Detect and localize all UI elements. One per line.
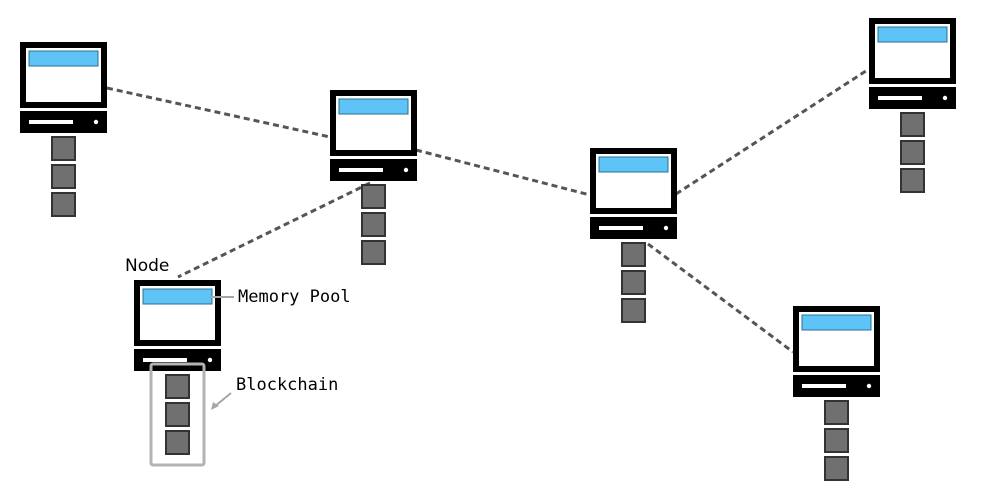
computer-node-4 — [134, 280, 221, 455]
block — [824, 400, 849, 425]
power-light-icon — [663, 225, 669, 231]
annotations-layer: Node Memory Pool Blockchain — [125, 256, 351, 467]
power-light-icon — [403, 167, 409, 173]
computer-node-6 — [793, 306, 880, 481]
drive-slot — [802, 384, 846, 388]
block — [361, 212, 386, 237]
computer-node-2 — [330, 90, 417, 265]
connection-line-node-1-node-2 — [106, 86, 331, 139]
drive-slot — [29, 120, 73, 124]
drive-slot — [599, 226, 643, 230]
connection-line-node-2-node-4 — [177, 181, 371, 279]
block — [900, 112, 925, 137]
block — [900, 168, 925, 193]
block — [900, 140, 925, 165]
block — [51, 136, 76, 161]
power-light-icon — [866, 383, 872, 389]
block — [165, 374, 190, 399]
memory-pool-bar — [598, 156, 669, 173]
block — [361, 240, 386, 265]
connection-line-node-3-node-6 — [647, 242, 794, 354]
block — [51, 164, 76, 189]
block — [824, 456, 849, 481]
blockchain-pointer-arrowhead — [211, 402, 219, 410]
block — [51, 192, 76, 217]
connections-layer — [106, 67, 870, 354]
block — [165, 402, 190, 427]
connection-line-node-2-node-3 — [415, 148, 591, 197]
block — [621, 298, 646, 323]
block — [621, 270, 646, 295]
block — [165, 430, 190, 455]
memory-pool-bar — [877, 26, 948, 43]
blockchain-label: Blockchain — [236, 375, 338, 395]
block — [621, 242, 646, 267]
computer-node-3 — [590, 148, 677, 323]
computer-node-5 — [869, 18, 956, 193]
drive-slot — [339, 168, 383, 172]
node-label: Node — [125, 256, 169, 276]
block — [361, 184, 386, 209]
computer-node-1 — [20, 42, 107, 217]
connection-line-node-3-node-5 — [675, 67, 870, 196]
power-light-icon — [93, 119, 99, 125]
memory-pool-bar — [801, 314, 872, 331]
nodes-layer — [20, 18, 956, 481]
memory-pool-bar — [28, 50, 99, 67]
power-light-icon — [207, 357, 213, 363]
memory-pool-bar — [338, 98, 409, 115]
memory-pool-label: Memory Pool — [238, 287, 351, 307]
drive-slot — [143, 358, 187, 362]
drive-slot — [878, 96, 922, 100]
block — [824, 428, 849, 453]
power-light-icon — [942, 95, 948, 101]
blockchain-highlight-box — [149, 362, 206, 467]
memory-pool-bar — [142, 288, 213, 305]
